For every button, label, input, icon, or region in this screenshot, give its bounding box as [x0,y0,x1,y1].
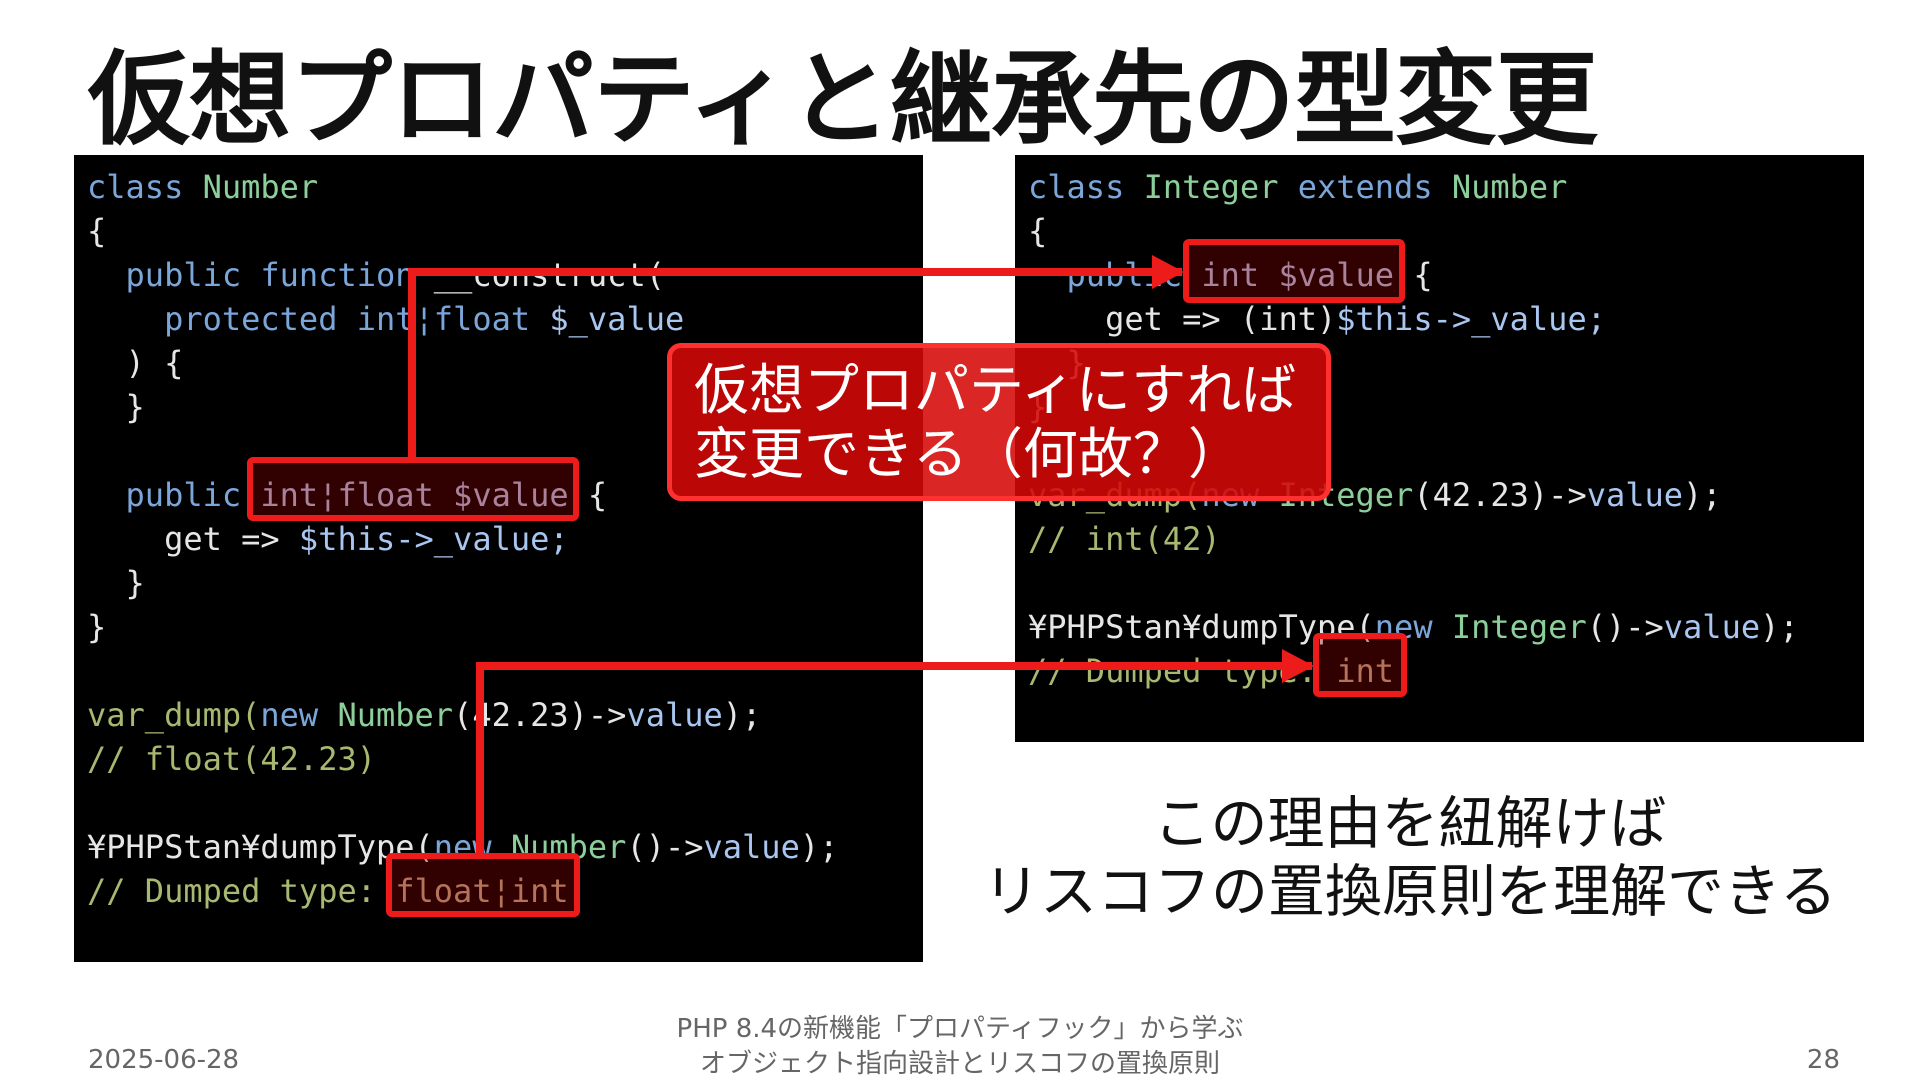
code-line: } [87,385,145,429]
code-token: { [1028,212,1048,250]
code-token: ); [799,828,839,866]
code-token: { [1413,256,1433,294]
code-token: public [125,256,242,294]
code-token: // int(42) [1028,520,1221,558]
code-line: ¥PHPStan¥dumpType(new Integer()->value); [1028,605,1799,649]
code-token: int¦float $value [260,476,569,514]
callout-line: 変更できる（何故？） [694,422,1243,486]
code-token: // Dumped type: [1028,652,1317,690]
property-type-connector [408,268,416,458]
code-token: { [587,476,608,514]
code-line: // Dumped type: float¦int [87,869,569,913]
code-token: Number [510,828,627,866]
code-token: class [87,168,184,206]
code-token: $_value [549,300,685,338]
slide-title: 仮想プロパティと継承先の型変更 [88,41,1598,160]
code-token: } [87,608,107,646]
code-line: class Integer extends Number [1028,165,1567,209]
code-token: get => [164,520,280,558]
code-token: } [125,388,145,426]
dumped-type-connector [476,662,484,854]
explanation-note: この理由を紐解けば リスコフの置換原則を理解できる [960,790,1860,926]
code-token: value [626,696,723,734]
code-token: extends [1297,168,1433,206]
note-line: リスコフの置換原則を理解できる [983,859,1837,925]
code-token: { [87,212,107,250]
code-line: } [87,605,106,649]
code-token: value [1586,476,1684,514]
code-token: Integer [1451,608,1587,646]
code-token: $this->_value; [1336,300,1606,338]
property-type-connector [408,268,1182,276]
code-line: // int(42) [1028,517,1221,561]
code-token: } [125,564,145,602]
code-line: { [1028,209,1047,253]
code-line: } [87,561,145,605]
code-line: protected int¦float $_value [87,297,684,341]
code-token: value [703,828,800,866]
footer-subtitle-line: PHP 8.4の新機能「プロパティフック」から学ぶ [676,1014,1244,1044]
code-token: new [260,696,319,734]
code-token: get => (int) [1105,300,1337,338]
code-line: // float(42.23) [87,737,376,781]
code-token: Number [1451,168,1568,206]
code-line: get => $this->_value; [87,517,569,561]
code-line: get => (int)$this->_value; [1028,297,1606,341]
code-token: class [1028,168,1125,206]
parent-class-code-panel: class Number { public function __constru… [74,155,923,962]
code-line: ¥PHPStan¥dumpType(new Number()->value); [87,825,838,869]
code-token: value [1663,608,1761,646]
code-token: ); [1683,476,1722,514]
highlight-child-property-type [1183,239,1405,303]
code-token: // Dumped type: [87,872,376,910]
code-token: function [260,256,415,294]
code-token: ()-> [1586,608,1664,646]
code-line: ) { [87,341,184,385]
child-class-code-panel: class Integer extends Number { public in… [1015,155,1864,742]
code-token: ) { [125,344,184,382]
footer-subtitle-line: オブジェクト指向設計とリスコフの置換原則 [699,1049,1220,1079]
code-line: var_dump(new Number(42.23)->value); [87,693,761,737]
code-token: ()-> [626,828,704,866]
code-token: var_dump( [87,696,261,734]
note-line: この理由を紐解けば [1153,791,1667,857]
dumped-type-connector [476,662,1312,670]
code-token: int $value [1201,256,1395,294]
code-token: // float(42.23) [87,740,376,778]
highlight-parent-property-type [247,457,579,521]
arrow-head-icon [1152,255,1184,289]
footer-date: 2025-06-28 [88,1045,240,1075]
code-token: Number [202,168,319,206]
code-token: int [1336,652,1395,690]
highlight-parent-dumped-type [386,853,580,917]
code-token: ); [1760,608,1799,646]
code-token: protected [164,300,338,338]
arrow-head-icon [1282,649,1314,683]
code-line: // Dumped type: int [1028,649,1394,693]
code-token: int¦float [356,300,531,338]
callout-line: 仮想プロパティにすれば [694,358,1297,422]
callout-box: 仮想プロパティにすれば 変更できる（何故？） [667,343,1331,501]
code-line: { [87,209,106,253]
code-line: public int¦float $value { [87,473,608,517]
highlight-child-dumped-type [1313,633,1407,697]
page-number: 28 [1806,1045,1840,1075]
code-token: Number [337,696,454,734]
code-token: (42.23)-> [1413,476,1587,514]
code-line: class Number [87,165,318,209]
footer-subtitle: PHP 8.4の新機能「プロパティフック」から学ぶ オブジェクト指向設計とリスコ… [560,1012,1360,1082]
code-token: $this->_value; [298,520,569,558]
code-token: ); [722,696,762,734]
code-token: Integer [1143,168,1279,206]
code-token: public [125,476,242,514]
code-token: float¦int [395,872,569,910]
code-token: ¥PHPStan¥dumpType( [87,828,434,866]
